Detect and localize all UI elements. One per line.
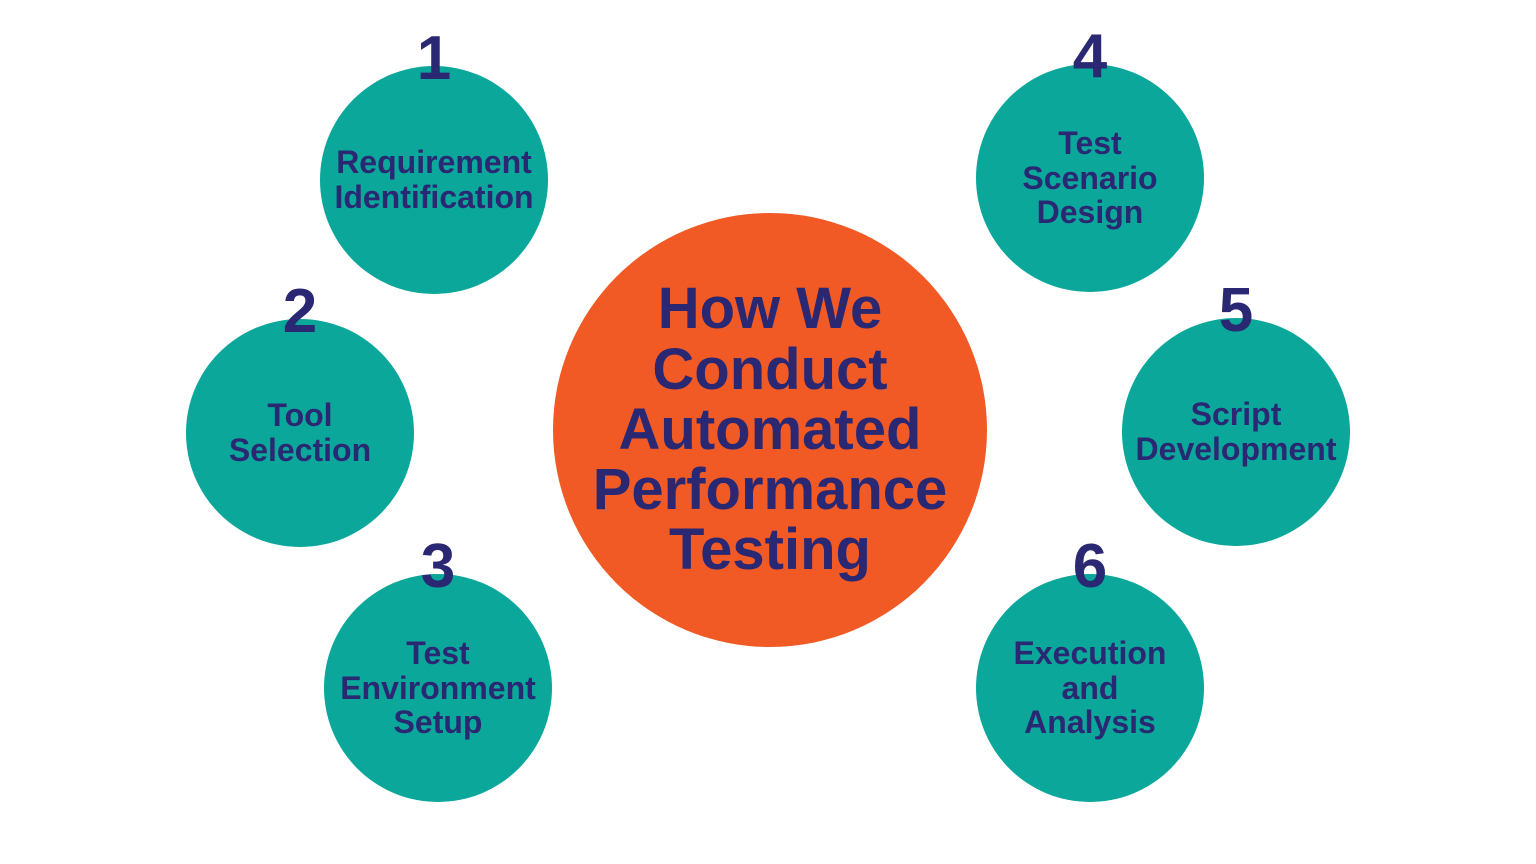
step-5-label: Script Development [1135,396,1337,467]
step-6-number: 6 [1072,532,1108,601]
step-3-circle: 3 Test Environment Setup [324,536,552,802]
step-4-label: Test Scenario Design [1022,125,1158,231]
step-4-circle: 4 Test Scenario Design [976,26,1204,292]
step-5-circle: 5 Script Development [1122,280,1350,546]
step-6-label: Execution and Analysis [1013,635,1167,741]
step-6-circle: 6 Execution and Analysis [976,536,1204,802]
step-2-label: Tool Selection [228,397,372,468]
step-5-number: 5 [1218,276,1254,345]
step-1-number: 1 [416,24,452,93]
step-2-circle: 2 Tool Selection [186,281,414,547]
step-3-number: 3 [420,532,456,601]
step-3-label: Test Environment Setup [340,635,536,741]
step-1-circle: 1 Requirement Identification [320,28,548,294]
step-1-label: Requirement Identification [334,144,534,215]
step-2-number: 2 [282,277,318,346]
center-circle: How We Conduct Automated Performance Tes… [553,213,987,647]
step-4-number: 4 [1072,22,1108,91]
diagram-title: How We Conduct Automated Performance Tes… [592,276,948,583]
